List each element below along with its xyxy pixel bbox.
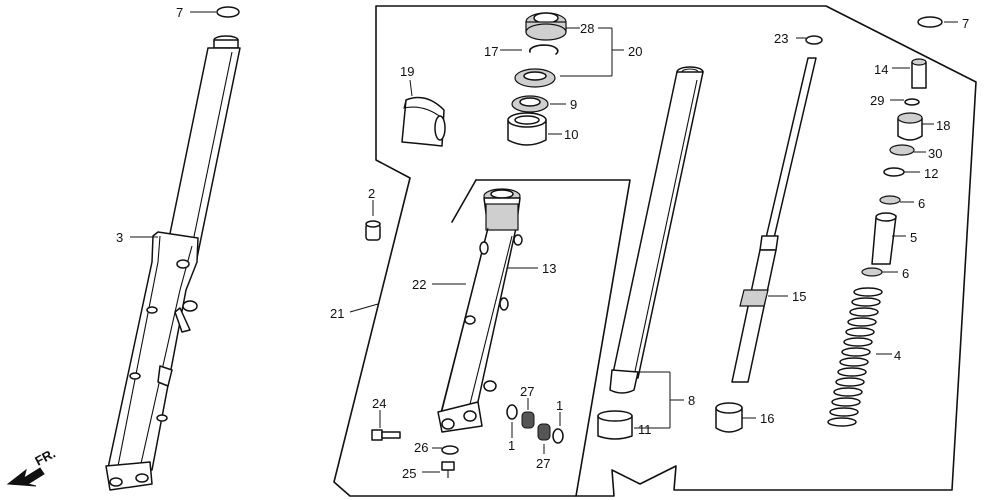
callout-17: 17 (484, 44, 522, 59)
callout-13: 13 (508, 261, 556, 276)
svg-text:8: 8 (688, 393, 695, 408)
bolts-24-26-25: 24 26 25 (371, 396, 459, 481)
seal-stack (507, 12, 567, 146)
small-parts-27-1: 27 1 1 27 (506, 384, 564, 471)
svg-text:5: 5 (910, 230, 917, 245)
part-19-guard: 19 (400, 64, 446, 147)
svg-text:21: 21 (330, 306, 344, 321)
right-column-parts: 7 14 29 18 30 12 6 5 6 (827, 16, 969, 427)
svg-text:19: 19 (400, 64, 414, 79)
svg-text:25: 25 (402, 466, 416, 481)
svg-text:14: 14 (874, 62, 888, 77)
svg-text:24: 24 (372, 396, 386, 411)
svg-text:29: 29 (870, 93, 884, 108)
svg-text:16: 16 (760, 411, 774, 426)
callout-7-left: 7 (176, 5, 240, 20)
part-4-spring: 4 (827, 287, 901, 427)
svg-text:7: 7 (962, 16, 969, 31)
svg-text:27: 27 (536, 456, 550, 471)
svg-text:26: 26 (414, 440, 428, 455)
svg-text:6: 6 (902, 266, 909, 281)
svg-text:1: 1 (556, 398, 563, 413)
svg-text:6: 6 (918, 196, 925, 211)
part-11-bushing: 11 (597, 410, 670, 440)
svg-text:12: 12 (924, 166, 938, 181)
part-15-damper-rod: 23 15 (731, 31, 823, 383)
direction-label: FR. (32, 446, 58, 469)
svg-text:9: 9 (570, 97, 577, 112)
front-direction-arrow: FR. (6, 446, 58, 487)
svg-text:30: 30 (928, 146, 942, 161)
svg-text:2: 2 (368, 186, 375, 201)
svg-text:28: 28 (580, 21, 594, 36)
svg-text:18: 18 (936, 118, 950, 133)
svg-text:23: 23 (774, 31, 788, 46)
svg-text:1: 1 (508, 438, 515, 453)
part-8-inner-tube: 8 (609, 66, 704, 428)
callout-9: 9 (550, 97, 577, 112)
svg-text:17: 17 (484, 44, 498, 59)
callout-21: 21 (330, 303, 379, 321)
callout-3: 3 (116, 230, 158, 245)
svg-text:13: 13 (542, 261, 556, 276)
svg-text:22: 22 (412, 277, 426, 292)
svg-text:15: 15 (792, 289, 806, 304)
callout-22: 22 (412, 277, 466, 292)
callout-10: 10 (548, 127, 578, 142)
part-2-collar: 2 (365, 186, 381, 241)
svg-text:4: 4 (894, 348, 901, 363)
svg-text:10: 10 (564, 127, 578, 142)
svg-text:20: 20 (628, 44, 642, 59)
assembled-fork (105, 35, 241, 491)
svg-text:11: 11 (638, 422, 652, 437)
exploded-group-frame (333, 5, 977, 497)
svg-text:27: 27 (520, 384, 534, 399)
part-16-lock-piece: 16 (715, 402, 774, 433)
part-13-slider (437, 188, 523, 433)
callout-28: 28 20 (560, 21, 642, 77)
svg-text:7: 7 (176, 5, 183, 20)
svg-text:3: 3 (116, 230, 123, 245)
